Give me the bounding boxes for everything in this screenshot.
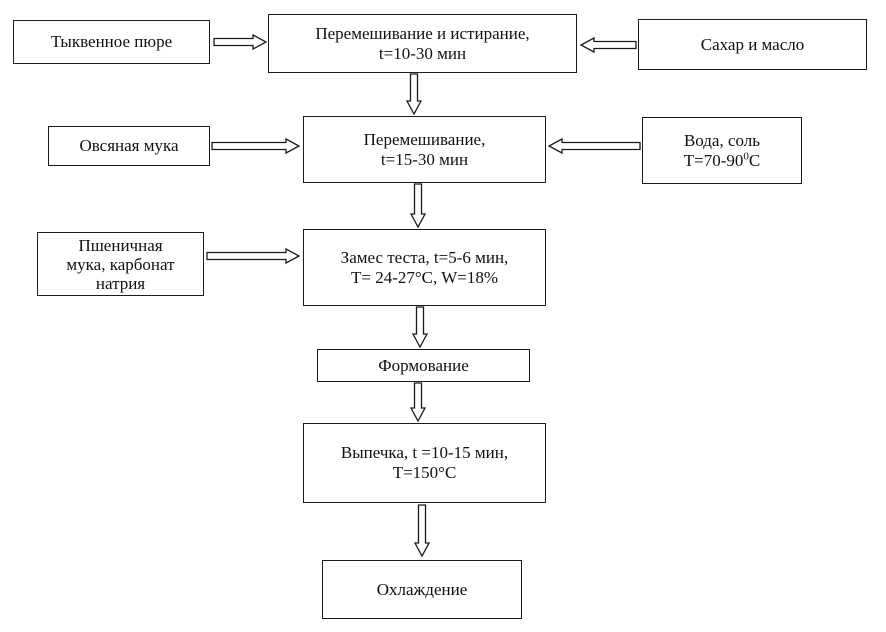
temp-unit: С [748,150,761,170]
arrow-wheat-to-dough [206,247,301,265]
node-text: Пшеничная [78,235,163,255]
node-text: T=150°C [392,463,457,482]
arrow-forming-to-baking [409,382,427,423]
node-oat-flour: Овсяная мука [48,126,210,166]
superscript-zero: 0 [743,149,749,162]
arrow-mixing-to-mixing2 [405,73,423,116]
node-text: Перемешивание и истирание, [315,23,530,43]
node-text: t=10-30 мин [378,43,467,63]
node-text: Перемешивание, [363,129,486,149]
node-text: Овсяная мука [79,136,179,155]
node-forming: Формование [317,349,530,382]
node-text: Сахар и масло [700,34,805,54]
arrow-water-to-mixing2 [547,137,641,155]
node-text: Замес теста, t=5-6 мин, [340,247,509,267]
arrow-dough-to-forming [411,306,429,349]
node-text: Формование [378,355,469,375]
node-pumpkin-puree: Тыквенное пюре [13,20,210,64]
node-mixing: Перемешивание, t=15-30 мин [303,116,546,183]
node-dough-kneading: Замес теста, t=5-6 мин, T= 24-27°C, W=18… [303,229,546,306]
node-wheat-flour-soda: Пшеничная мука, карбонат натрия [37,232,204,296]
node-text: Вода, соль [683,130,761,150]
temp-value: T=70-90 [683,150,744,170]
node-cooling: Охлаждение [322,560,522,619]
arrow-pumpkin-to-mixing [213,33,268,51]
node-water-salt: Вода, соль T=70-900С [642,117,802,184]
node-baking: Выпечка, t =10-15 мин, T=150°C [303,423,546,503]
node-text: t=15-30 мин [380,149,469,169]
arrow-oat-to-mixing2 [211,137,301,155]
arrow-sugar-to-mixing [579,36,637,54]
node-text: натрия [95,273,146,293]
arrow-baking-to-cooling [413,504,431,558]
node-sugar-butter: Сахар и масло [638,19,867,70]
node-text: Тыквенное пюре [50,32,173,51]
node-text: T= 24-27°C, W=18% [350,267,498,287]
node-text: мука, карбонат [66,254,175,274]
arrow-mixing2-to-dough [409,183,427,229]
node-mixing-grinding: Перемешивание и истирание, t=10-30 мин [268,14,577,73]
node-text: Выпечка, t =10-15 мин, [340,443,509,462]
node-text-temp: T=70-900С [683,149,761,171]
node-text: Охлаждение [376,579,468,599]
